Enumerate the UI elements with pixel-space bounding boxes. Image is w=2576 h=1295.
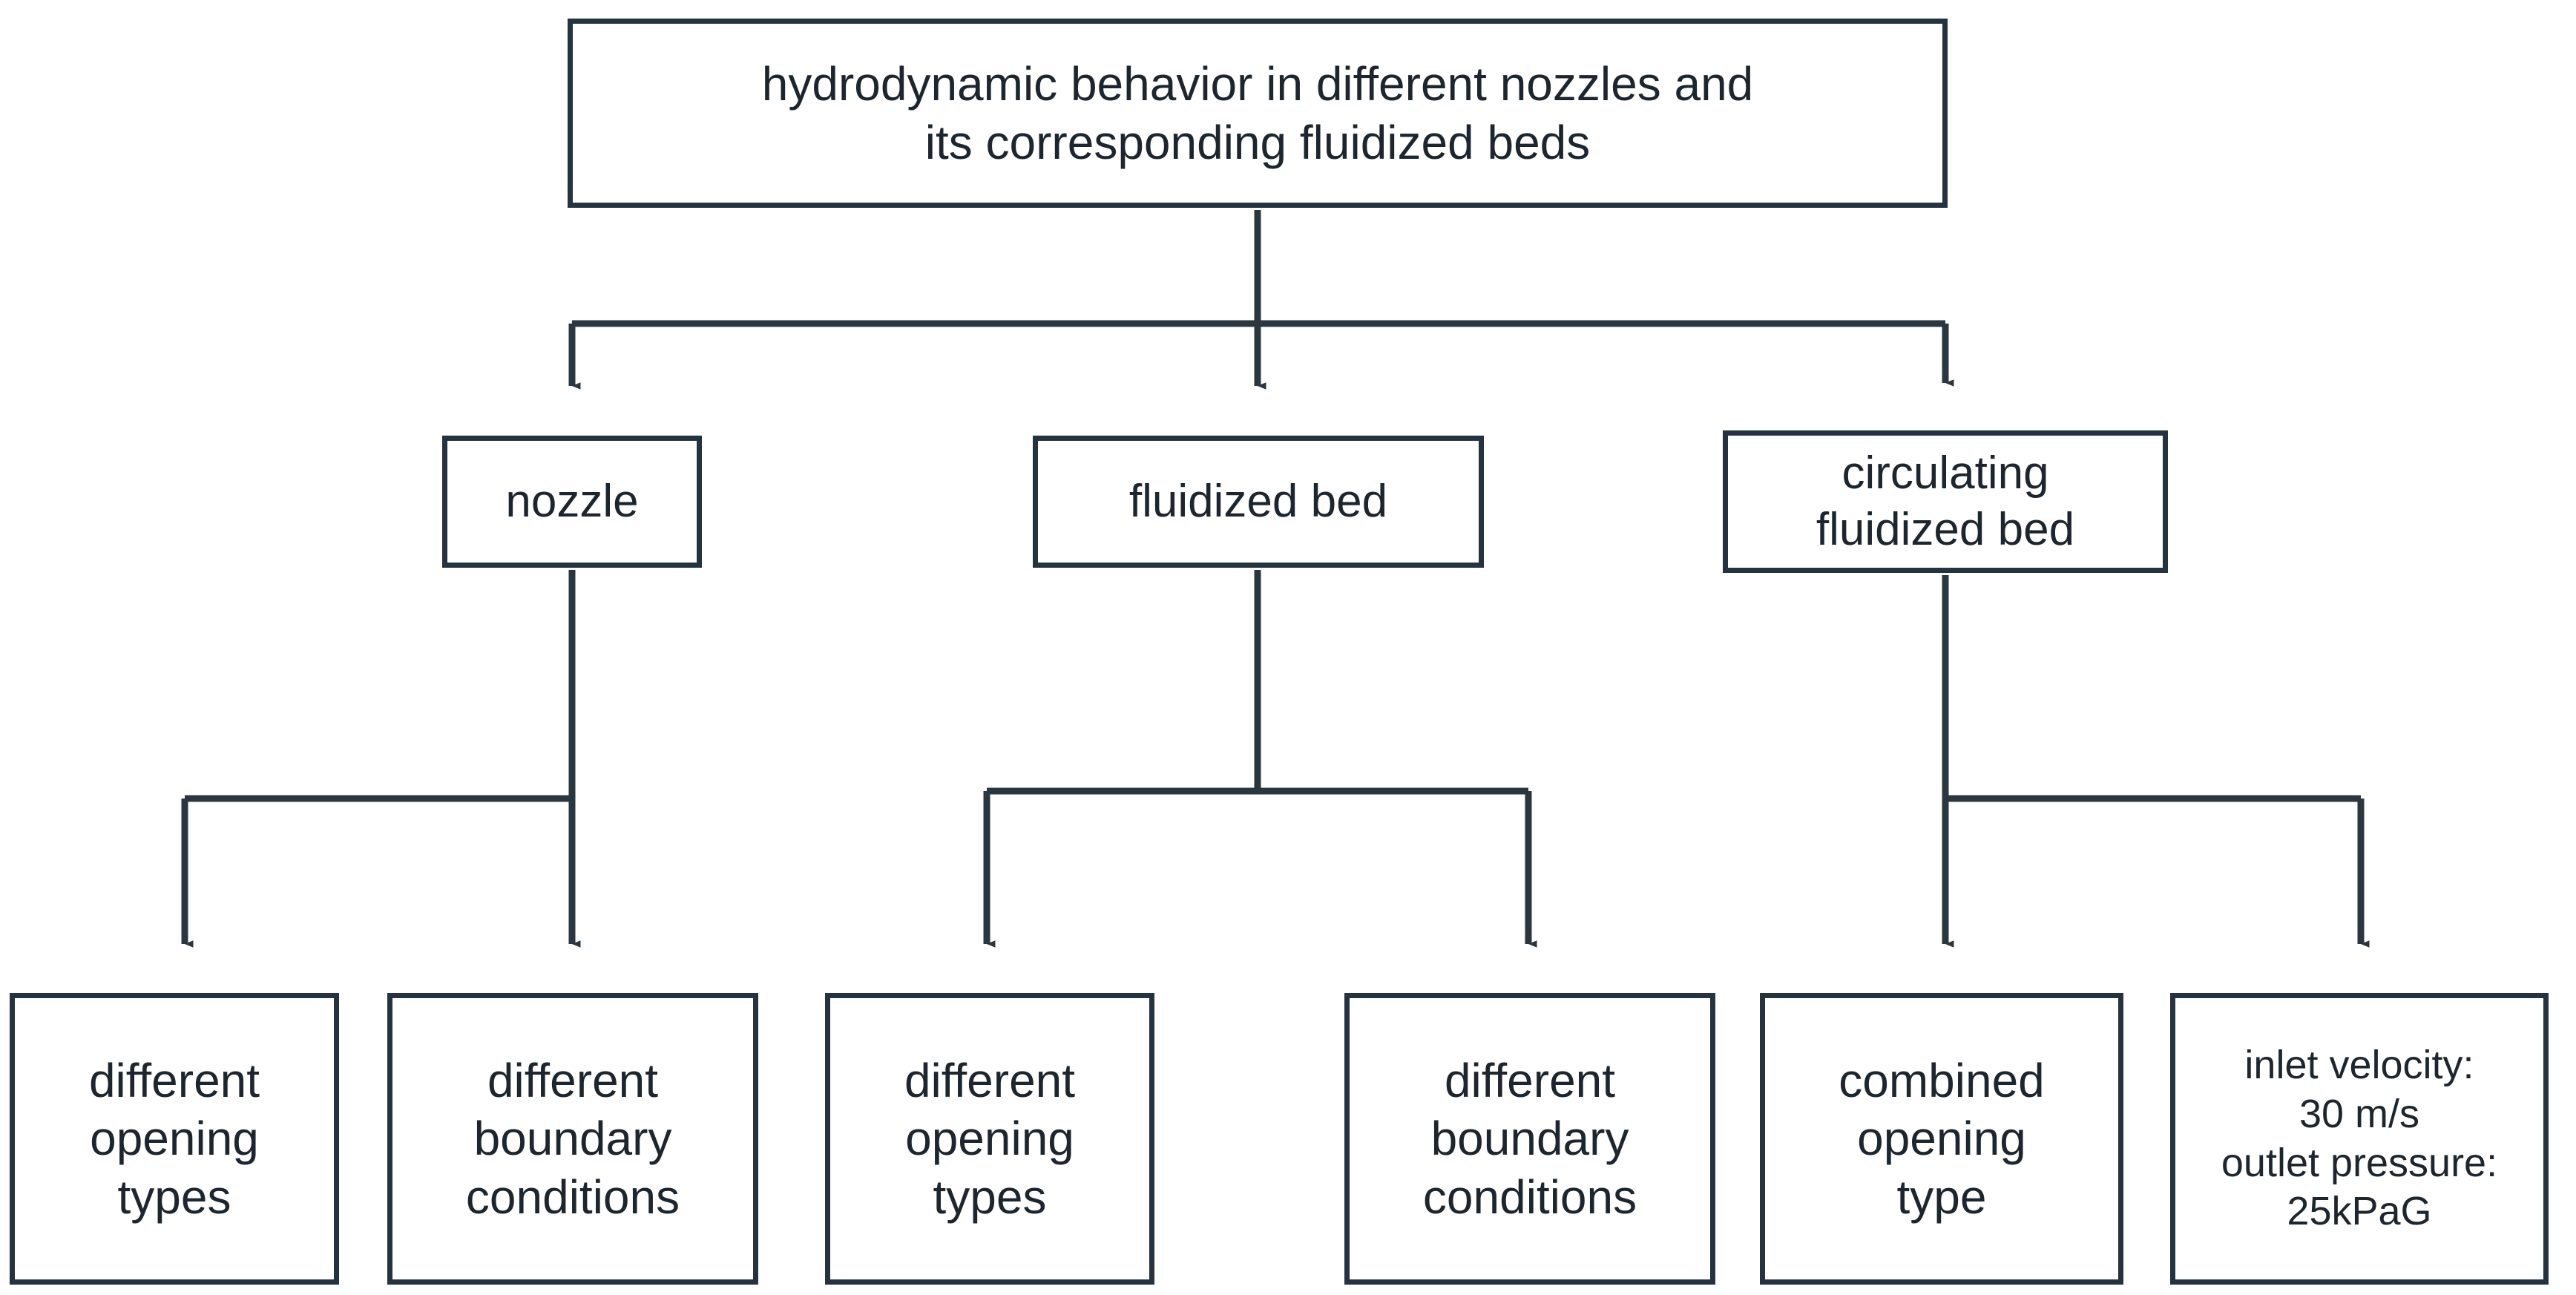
node-nozzle-boundary-conditions[interactable]: different boundary conditions: [387, 993, 758, 1285]
node-circulating-fluidized-bed[interactable]: circulating fluidized bed: [1723, 430, 2168, 573]
node-cfb-operating-conditions[interactable]: inlet velocity: 30 m/s outlet pressure: …: [2170, 993, 2549, 1285]
node-root[interactable]: hydrodynamic behavior in different nozzl…: [568, 19, 1948, 208]
node-nozzle[interactable]: nozzle: [442, 436, 702, 568]
node-fb-boundary-conditions[interactable]: different boundary conditions: [1344, 993, 1715, 1285]
node-fluidized-bed[interactable]: fluidized bed: [1033, 436, 1484, 568]
node-fb-opening-types[interactable]: different opening types: [825, 993, 1154, 1285]
node-cfb-combined-opening-type[interactable]: combined opening type: [1760, 993, 2123, 1285]
node-nozzle-opening-types[interactable]: different opening types: [10, 993, 339, 1285]
